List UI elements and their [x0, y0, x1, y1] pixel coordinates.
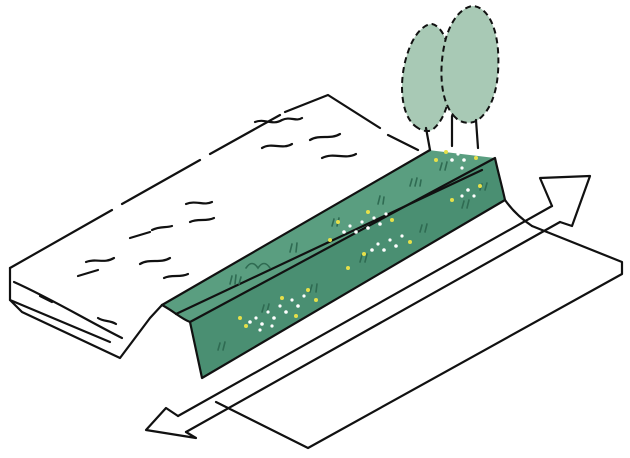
trees	[402, 6, 498, 150]
arrow-head-right	[540, 176, 590, 226]
field-crease	[505, 200, 532, 226]
river-block-front-edge	[10, 268, 162, 358]
vegetated-strip	[162, 148, 505, 378]
river-block-lower-seam	[10, 300, 110, 342]
river-block-bottom-line	[14, 282, 122, 338]
tree-right	[441, 6, 498, 123]
arrow-head-left	[146, 408, 196, 438]
